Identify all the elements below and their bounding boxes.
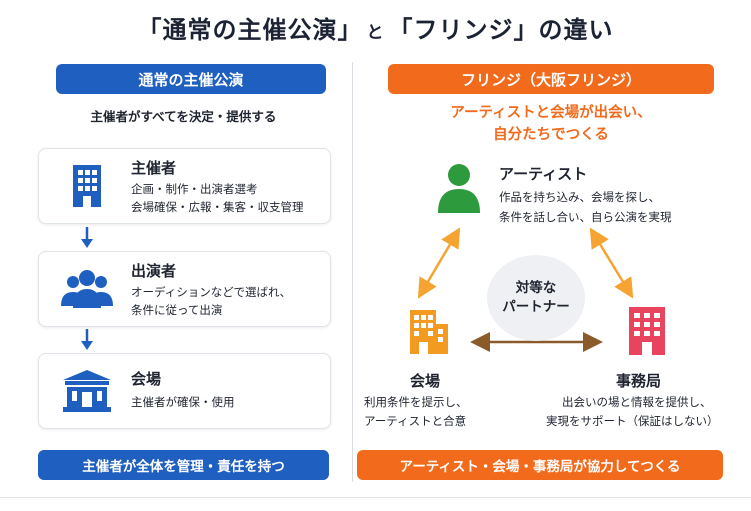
right-tagline-1: アーティストと会場が出会い、 (450, 105, 652, 121)
venue-icon (63, 370, 111, 412)
center-line-2: パートナー (502, 299, 570, 315)
right-tagline-2: 自分たちでつくる (493, 127, 609, 143)
card-performer-title: 出演者 (131, 262, 177, 280)
office-line-2: 実現をサポート（保証はしない） (546, 414, 719, 428)
card-venue-line-1: 主催者が確保・使用 (131, 395, 235, 409)
card-venue-title: 会場 (131, 370, 162, 388)
card-organizer-title: 主催者 (131, 159, 177, 177)
artist-line-2: 条件を話し合い、自ら公演を実現 (499, 210, 672, 224)
building-icon (73, 165, 101, 207)
equal-partner-circle: 対等な パートナー (487, 255, 585, 341)
card-organizer-line-2: 会場確保・広報・集客・収支管理 (131, 200, 304, 214)
artist-title: アーティスト (499, 165, 588, 183)
venue-line-2: アーティストと合意 (364, 414, 467, 428)
card-venue: 会場 主催者が確保・使用 (38, 353, 331, 429)
left-footer: 主催者が全体を管理・責任を持つ (38, 450, 329, 480)
right-footer: アーティスト・会場・事務局が協力してつくる (357, 450, 723, 480)
center-line-1: 対等な (515, 280, 557, 296)
left-subtitle: 主催者がすべてを決定・提供する (90, 109, 277, 124)
card-organizer-line-1: 企画・制作・出演者選考 (131, 182, 258, 196)
venue-building-icon (410, 310, 448, 354)
column-divider (352, 62, 353, 482)
title-part2: 「フリンジ」の違い (388, 16, 614, 44)
arrow-artist-venue (417, 227, 461, 299)
left-header: 通常の主催公演 (56, 64, 326, 94)
card-performer-line-2: 条件に従って出演 (131, 303, 223, 317)
office-building-icon (629, 307, 665, 355)
title-part1: 「通常の主催公演」 (137, 16, 363, 44)
card-organizer: 主催者 企画・制作・出演者選考 会場確保・広報・集客・収支管理 (38, 148, 331, 224)
bottom-rule (0, 497, 751, 498)
arrow-artist-office (589, 227, 634, 299)
card-performer: 出演者 オーディションなどで選ばれ、 条件に従って出演 (38, 251, 331, 327)
group-icon (61, 270, 113, 308)
artist-line-1: 作品を持ち込み、会場を探し、 (499, 190, 660, 204)
office-line-1: 出会いの場と情報を提供し、 (562, 395, 712, 409)
title-connector: と (366, 23, 385, 43)
right-header: フリンジ（大阪フリンジ） (388, 64, 714, 94)
page-title: 「通常の主催公演」と「フリンジ」の違い (0, 10, 751, 45)
down-arrow-icon (81, 329, 93, 350)
office-title: 事務局 (616, 372, 662, 390)
card-performer-line-1: オーディションなどで選ばれ、 (131, 285, 292, 299)
down-arrow-icon (81, 227, 93, 248)
person-icon (438, 164, 480, 213)
venue-line-1: 利用条件を提示し、 (364, 395, 468, 409)
venue-title: 会場 (410, 372, 441, 390)
